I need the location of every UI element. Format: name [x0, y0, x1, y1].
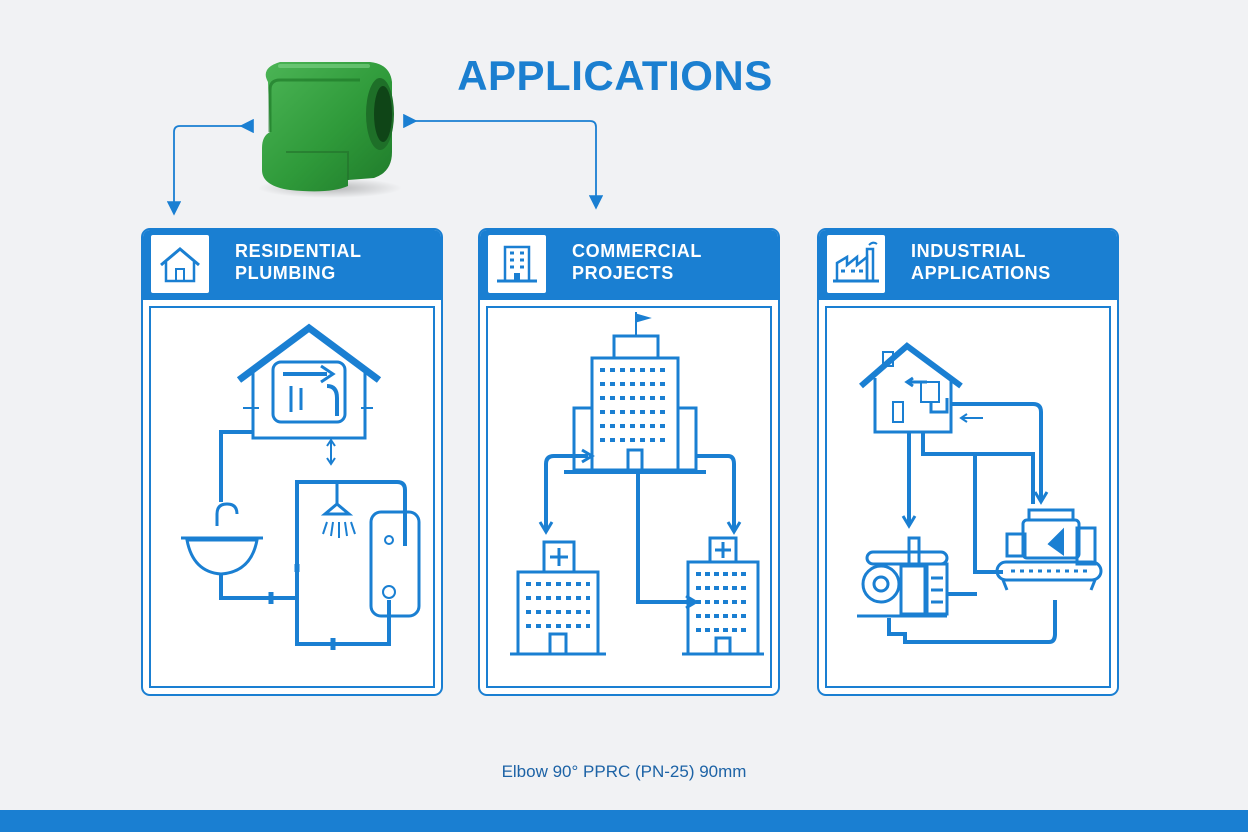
commercial-panel-header: COMMERCIAL PROJECTS — [480, 230, 778, 300]
product-caption: Elbow 90° PPRC (PN-25) 90mm — [501, 762, 747, 781]
hospital-building-right-icon — [682, 536, 764, 656]
arrow-to-commercial — [403, 113, 604, 210]
commercial-panel: COMMERCIAL PROJECTS — [478, 228, 780, 696]
residential-panel: RESIDENTIAL PLUMBING — [141, 228, 443, 696]
skyscraper-icon — [564, 312, 706, 474]
industrial-panel-title: INDUSTRIAL APPLICATIONS — [911, 241, 1051, 283]
conveyor-machine-icon — [995, 508, 1103, 591]
commercial-diagram — [486, 306, 772, 688]
house-icon — [151, 235, 209, 293]
house-boiler-icon — [859, 342, 983, 434]
residential-panel-title: RESIDENTIAL PLUMBING — [235, 241, 362, 283]
residential-panel-header: RESIDENTIAL PLUMBING — [143, 230, 441, 300]
industrial-diagram — [825, 306, 1111, 688]
residential-diagram — [149, 306, 435, 688]
sink-icon — [181, 502, 273, 600]
shower-icon — [320, 482, 356, 538]
footer-bar — [0, 810, 1248, 832]
commercial-panel-title: COMMERCIAL PROJECTS — [572, 241, 702, 283]
arrow-to-residential — [166, 118, 254, 216]
office-building-icon — [488, 235, 546, 293]
pump-machinery-icon — [857, 536, 977, 618]
water-heater-icon — [369, 510, 421, 618]
hospital-building-left-icon — [510, 540, 606, 656]
industrial-panel-header: INDUSTRIAL APPLICATIONS — [819, 230, 1117, 300]
house-pipe-icon — [236, 323, 382, 466]
page-title: APPLICATIONS — [457, 52, 773, 99]
elbow-fitting-image — [258, 62, 402, 198]
industrial-panel: INDUSTRIAL APPLICATIONS — [817, 228, 1119, 696]
factory-icon — [827, 235, 885, 293]
